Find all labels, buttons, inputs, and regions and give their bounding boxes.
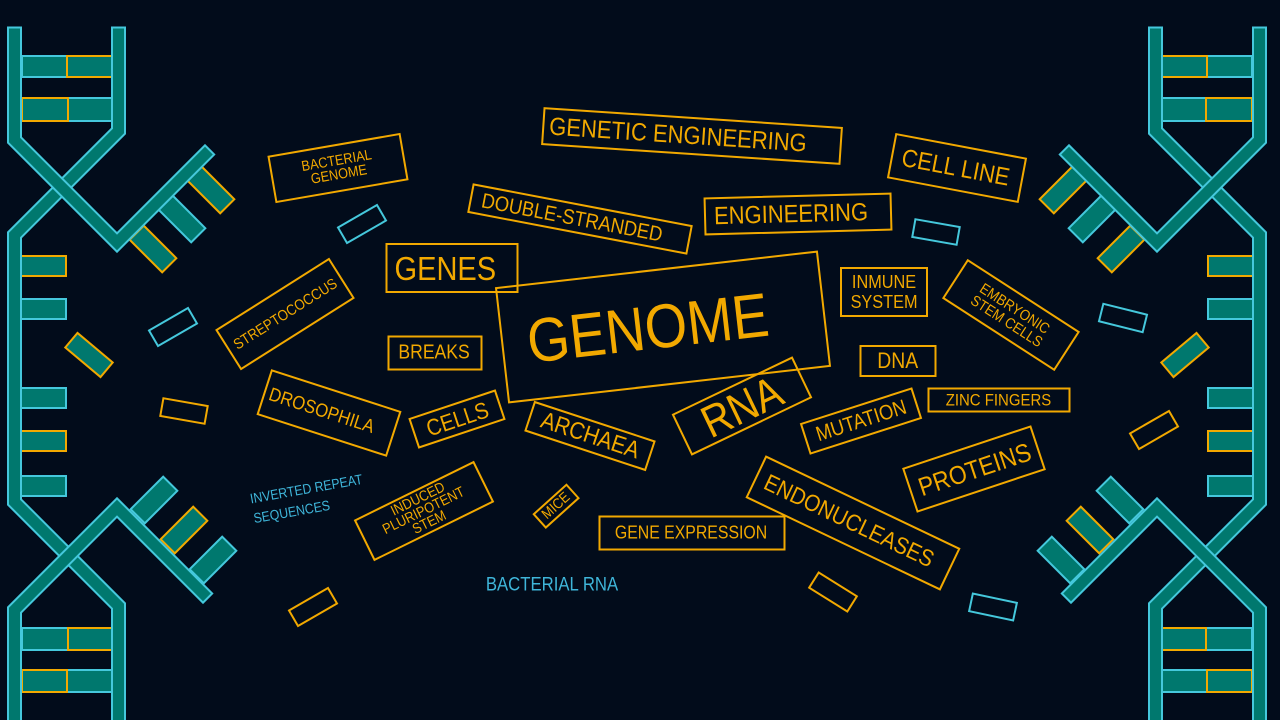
term-label: DNA [877,348,918,373]
central-term-label: GENOME [522,280,772,377]
dna-helix-right-icon [1038,34,1260,720]
term-gene-expression: GENE EXPRESSION [598,515,785,550]
term-label: ZINC FINGERS [945,390,1052,409]
term-label: GENES [394,249,496,287]
term-label: GENE EXPRESSION [615,522,768,543]
term-breaks: BREAKS [387,335,482,370]
term-label: BACTERIAL GENOME [300,147,374,188]
term-label: BREAKS [398,341,471,364]
term-zinc-fingers: ZINC FINGERS [927,387,1070,412]
term-dna: DNA [859,345,936,377]
term-label: ENGINEERING [713,197,869,230]
term-label: CELL LINE [899,143,1013,192]
term-inmune-system: INMUNE SYSTEM [840,267,928,317]
term-engineering: ENGINEERING [703,192,893,236]
label-bacterial-rna: BACTERIAL RNA [485,574,618,595]
term-genes: GENES [385,243,518,293]
dna-helix-left-icon [15,34,237,720]
term-label: INMUNE SYSTEM [850,271,918,312]
